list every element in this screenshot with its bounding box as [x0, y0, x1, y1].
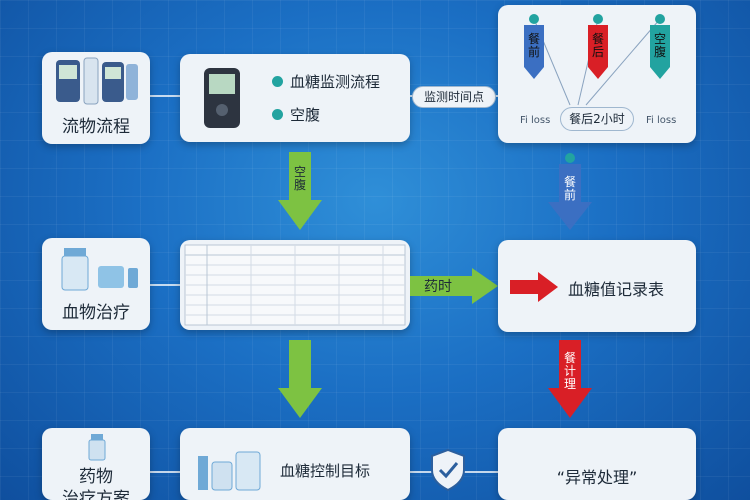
glucose-meter-icon [204, 68, 240, 128]
arrow-down-red [548, 340, 592, 418]
time-tags-card: 餐前 餐后 空腹 Fi loss 餐后2小时 Fi loss [498, 5, 696, 143]
record-sheet-card [180, 240, 410, 330]
arrow-label-fasting: 空腹 [293, 165, 306, 192]
record-table-icon [184, 244, 406, 326]
arrow-down-blue [548, 153, 592, 230]
abnormal-card: “异常处理” [498, 428, 696, 500]
left-label-2: 血物治疗 [62, 303, 130, 323]
tag-label-1: 餐前 [527, 32, 540, 59]
medicine-bottle-icon [198, 451, 261, 491]
left-label-3b: 治疗方案 [62, 489, 130, 500]
flow-item-1: 血糖监测流程 [290, 73, 381, 91]
target-card: 血糖控制目标 [180, 428, 410, 500]
bullet-dot-2 [272, 109, 283, 120]
time-point-pill: 监测时间点 [412, 86, 496, 108]
arrow-label-medication: 药时 [424, 279, 452, 295]
arrow-label-red: 餐计理 [563, 351, 576, 391]
bullet-dot-1 [272, 76, 283, 87]
glucose-record-card: 血糖值记录表 [498, 240, 696, 332]
right-label-3: “异常处理” [556, 468, 638, 487]
note-left: Fi loss [520, 115, 551, 126]
tag-label-3: 空腹 [653, 32, 666, 59]
tag-label-2: 餐后 [591, 32, 604, 59]
tag-red-icon [588, 14, 608, 79]
shield-check-icon [431, 448, 465, 492]
mid-label-3: 血糖控制目标 [280, 462, 371, 480]
left-label-3a: 药物 [79, 467, 113, 487]
left-label-1: 流物流程 [62, 117, 130, 137]
medicine-bottle-icon [61, 248, 138, 291]
glucose-meter-icon [56, 57, 138, 105]
arrow-right-green [410, 268, 498, 304]
arrow-down-green-1 [278, 152, 322, 230]
note-right: Fi loss [646, 115, 677, 126]
right-label-2: 血糖值记录表 [568, 280, 665, 299]
flow-item-2: 空腹 [290, 106, 321, 124]
tag-blue-icon [524, 14, 544, 79]
meter-card: 流物流程 [42, 52, 150, 144]
plan-card: 药物 治疗方案 [42, 428, 150, 500]
arrow-right-red-icon [510, 272, 558, 302]
tag-teal-icon [650, 14, 670, 79]
arrow-down-green-2 [278, 340, 322, 418]
after-meal-pill: 餐后2小时 [560, 107, 634, 131]
arrow-label-before-meal: 餐前 [563, 175, 576, 202]
monitoring-card: 血糖监测流程 空腹 [180, 54, 410, 142]
treatment-card: 血物治疗 [42, 238, 150, 330]
vial-icon [88, 434, 106, 461]
